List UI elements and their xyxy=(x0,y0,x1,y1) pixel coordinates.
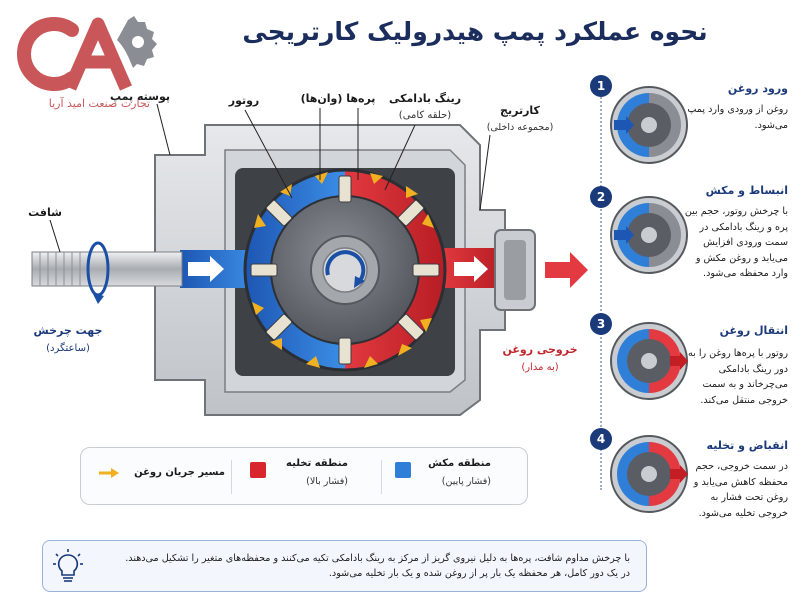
page-title: نحوه عملکرد پمپ هیدرولیک کارتریجی xyxy=(242,17,708,46)
legend-suction-sub: (فشار پایین) xyxy=(441,476,491,487)
step-title: انقباض و تخلیه xyxy=(706,439,788,452)
label-rotation: جهت چرخش xyxy=(34,324,103,337)
info-note: با چرخش مداوم شافت، پره‌ها به دلیل نیروی… xyxy=(42,540,647,592)
note-line-2: در یک دور کامل، هر محفظه یک بار پر از رو… xyxy=(328,568,630,579)
step-text: در سمت خروجی، حجم محفظه کاهش می‌یابد و ر… xyxy=(693,461,788,519)
step-4: 4 انقباض و تخلیه در سمت خروجی، حجم محفظه… xyxy=(590,425,800,540)
lightbulb-icon xyxy=(53,549,83,582)
legend: منطقه مکش (فشار پایین) منطقه تخلیه (فشار… xyxy=(80,447,528,505)
gear-icon xyxy=(117,16,157,68)
label-pump-body: پوسته پمپ xyxy=(110,90,170,103)
label-cartridge: کارتریج xyxy=(500,104,540,117)
step-3-pump-icon xyxy=(610,322,688,400)
label-shaft: شافت xyxy=(28,206,62,219)
label-cartridge-sub: (مجموعه داخلی) xyxy=(487,122,554,133)
vanes xyxy=(250,175,440,365)
shaft-rotation-icon xyxy=(92,292,104,304)
label-cam-ring-sub: (حلقه کامی) xyxy=(399,110,451,121)
label-rotor: روتور xyxy=(228,94,260,107)
step-text: روتور با پره‌ها روغن را به دور رینگ بادا… xyxy=(687,348,788,406)
flow-arrows xyxy=(252,172,434,368)
step-number: 1 xyxy=(590,75,612,97)
suction-swatch xyxy=(395,462,411,478)
label-rotation-sub: (ساعتگرد) xyxy=(46,342,90,354)
legend-divider xyxy=(231,460,232,494)
legend-flow-label: مسیر جریان روغن xyxy=(134,467,225,478)
note-line-1: با چرخش مداوم شافت، پره‌ها به دلیل نیروی… xyxy=(125,553,630,564)
company-name: تجارت صنعت امید آریا xyxy=(48,97,150,110)
steps-connector xyxy=(600,90,602,490)
flow-arrow-icon xyxy=(99,468,119,478)
label-outlet: خروجی روغن xyxy=(502,343,577,356)
discharge-swatch xyxy=(250,462,266,478)
step-number: 2 xyxy=(590,186,612,208)
company-logo xyxy=(17,16,157,91)
step-1: 1 ورود روغن روغن از ورودی وارد پمپ می‌شو… xyxy=(590,72,800,187)
inlet-arrow-icon xyxy=(188,256,224,282)
outlet-arrow-icon xyxy=(545,252,588,288)
step-text: روغن از ورودی وارد پمپ می‌شود. xyxy=(687,104,788,131)
step-2: 2 انبساط و مکش با چرخش روتور، حجم بین پر… xyxy=(590,184,800,301)
step-number: 4 xyxy=(590,428,612,450)
label-outlet-sub: (به مدار) xyxy=(521,362,558,373)
step-4-pump-icon xyxy=(610,435,688,513)
legend-flow: مسیر جریان روغن xyxy=(89,448,229,504)
step-3: 3 انتقال روغن روتور با پره‌ها روغن را به… xyxy=(590,310,800,425)
step-title: انتقال روغن xyxy=(719,324,788,337)
logo-letter-c xyxy=(17,17,79,91)
step-1-pump-icon xyxy=(610,86,688,164)
legend-suction-label: منطقه مکش xyxy=(428,458,491,469)
step-text: با چرخش روتور، حجم بین پره و رینگ بادامک… xyxy=(684,206,788,279)
legend-suction: منطقه مکش (فشار پایین) xyxy=(381,448,521,504)
step-number: 3 xyxy=(590,313,612,335)
legend-discharge: منطقه تخلیه (فشار بالا) xyxy=(236,448,376,504)
logo-letter-a xyxy=(64,17,132,91)
legend-discharge-sub: (فشار بالا) xyxy=(306,476,348,487)
legend-discharge-label: منطقه تخلیه xyxy=(286,458,348,469)
label-vanes: پره‌ها (وان‌ها) xyxy=(301,92,376,105)
rotation-arrow-icon xyxy=(325,250,366,285)
step-title: ورود روغن xyxy=(727,82,788,95)
pump-cross-section: پوسته پمپ روتور پره‌ها (وان‌ها) رینگ باد… xyxy=(28,90,588,416)
label-cam-ring: رینگ بادامکی xyxy=(389,91,461,105)
step-2-pump-icon xyxy=(610,196,688,274)
note-text: با چرخش مداوم شافت، پره‌ها به دلیل نیروی… xyxy=(90,551,630,581)
legend-divider xyxy=(381,460,382,494)
step-title: انبساط و مکش xyxy=(705,184,788,197)
